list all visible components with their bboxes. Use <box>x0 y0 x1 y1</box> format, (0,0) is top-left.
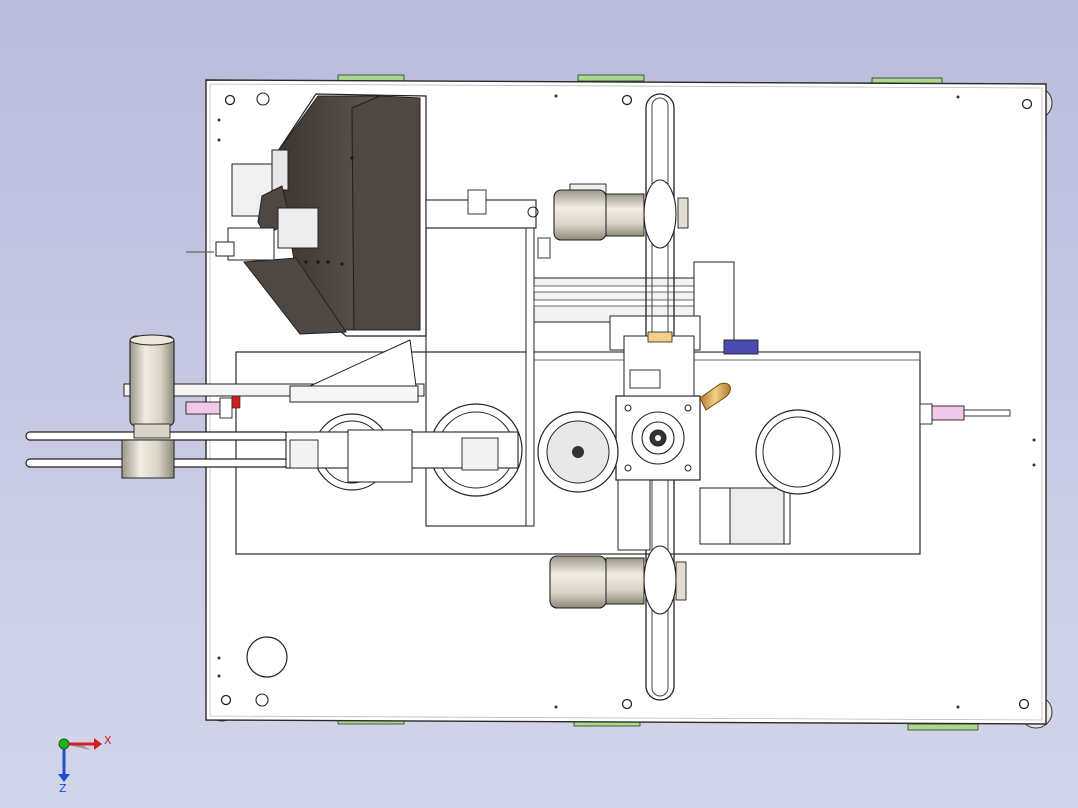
red-marker <box>231 395 241 409</box>
plate-hole <box>220 694 232 706</box>
plate-hole <box>256 92 270 106</box>
edge-tab <box>907 723 979 731</box>
spindle-block <box>615 331 791 551</box>
lower-drive-motor <box>549 555 687 609</box>
z-axis-label: Z <box>59 782 67 795</box>
central-frame <box>289 189 551 527</box>
left-motor <box>129 335 175 427</box>
plate-hole <box>224 94 236 106</box>
brass-nozzle <box>699 382 731 411</box>
x-axis-label: X <box>104 734 112 747</box>
plate-hole <box>246 636 288 678</box>
vertical-belt <box>643 93 677 701</box>
y-axis-dot <box>58 738 70 750</box>
rotary-stations <box>285 403 841 497</box>
plate-hole <box>1018 698 1030 710</box>
plate-hole <box>255 693 269 707</box>
air-fitting <box>185 401 221 415</box>
right-air-fitting <box>919 403 1011 425</box>
plate-hole <box>621 94 633 106</box>
plate-hole <box>1021 98 1033 110</box>
plate-hole <box>621 698 633 710</box>
ring-right <box>755 409 841 495</box>
feed-hopper <box>215 93 427 337</box>
coordinate-triad: X Z <box>58 734 112 795</box>
upper-drive-motor <box>553 183 689 241</box>
edge-tab <box>577 74 645 82</box>
